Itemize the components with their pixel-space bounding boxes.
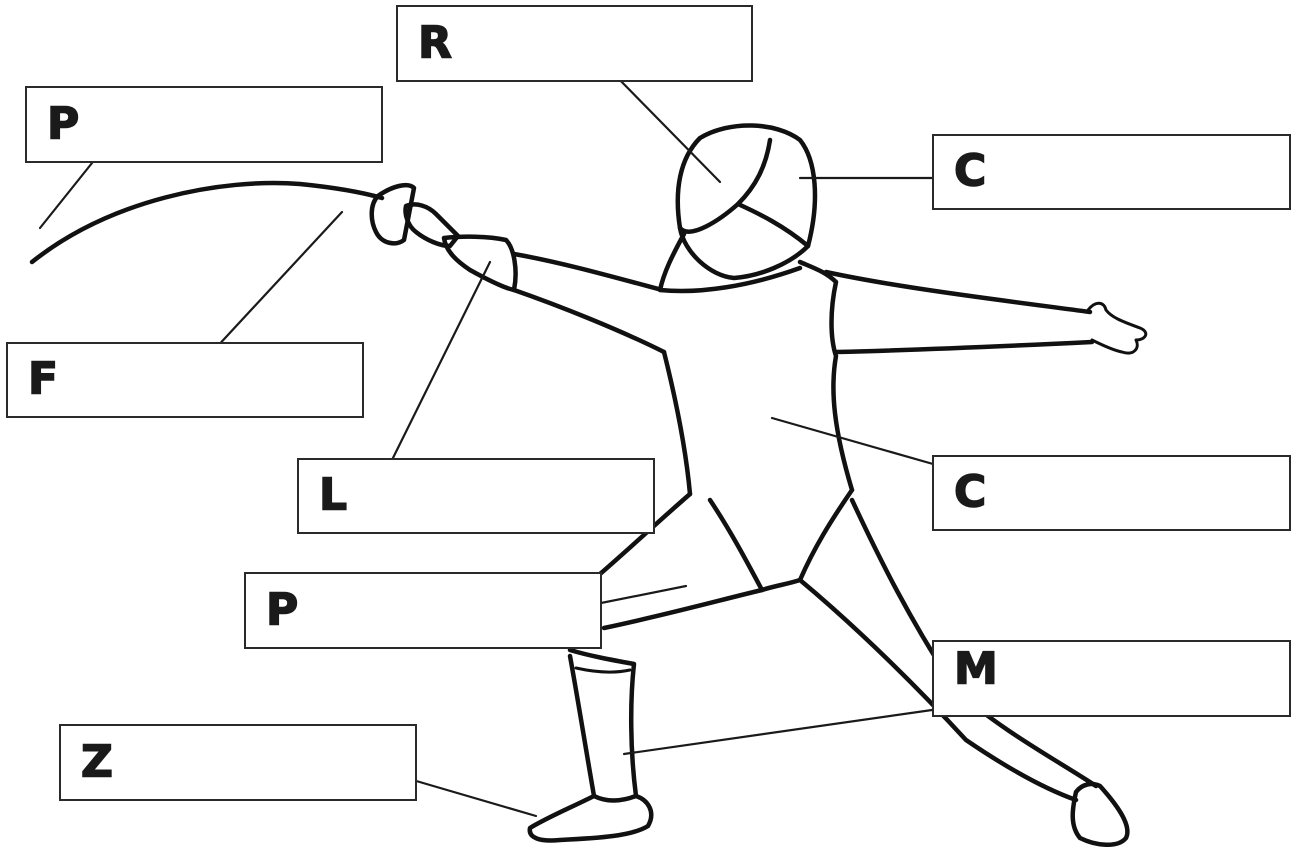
front-shoe	[527, 793, 654, 843]
label-box-shoe: Z	[59, 724, 417, 801]
back-hand	[1086, 301, 1148, 355]
answer-field-breeches[interactable]	[326, 589, 588, 632]
blade-line	[29, 180, 385, 265]
weapon-arm	[511, 251, 665, 293]
hint-letter-sock: M	[953, 642, 998, 695]
leader-jacket	[770, 416, 942, 468]
label-box-sock: M	[932, 640, 1291, 717]
answer-field-mask[interactable]	[478, 22, 739, 65]
answer-field-sock[interactable]	[1014, 657, 1277, 700]
mask-shape	[675, 123, 818, 281]
hint-letter-jacket: C	[953, 466, 987, 518]
fencing-hand	[403, 202, 461, 249]
answer-field-glove[interactable]	[379, 475, 641, 517]
hint-letter-collar: C	[953, 145, 987, 198]
leader-sock	[622, 706, 948, 756]
label-box-breeches: P	[244, 572, 602, 649]
label-box-jacket: C	[932, 455, 1291, 531]
hint-letter-breeches: P	[265, 583, 299, 636]
back-arm	[823, 269, 1093, 315]
leader-mask	[610, 70, 722, 184]
hint-letter-blade: F	[27, 353, 59, 406]
jacket-shape	[661, 349, 693, 497]
leader-breeches	[584, 584, 688, 608]
answer-field-shoe[interactable]	[141, 741, 403, 784]
leader-glove	[388, 260, 492, 466]
front-sock	[567, 647, 639, 799]
label-box-glove: L	[297, 458, 655, 534]
answer-field-blade[interactable]	[88, 359, 350, 401]
leader-point	[38, 156, 98, 230]
hint-letter-mask: R	[417, 16, 452, 68]
label-box-point: P	[25, 86, 383, 163]
back-leg	[797, 577, 1079, 803]
hint-letter-shoe: Z	[80, 735, 113, 788]
answer-field-collar[interactable]	[1014, 151, 1277, 193]
leader-shoe	[404, 776, 538, 818]
bell-guard	[369, 183, 417, 246]
label-box-blade: F	[6, 342, 364, 418]
back-shoe	[1070, 781, 1130, 847]
label-box-collar: C	[932, 134, 1291, 210]
hint-letter-point: P	[46, 97, 80, 150]
answer-field-jacket[interactable]	[1014, 472, 1277, 514]
leader-blade	[212, 210, 344, 352]
breeches-shape	[597, 491, 693, 577]
hint-letter-glove: L	[318, 469, 348, 521]
answer-field-point[interactable]	[107, 103, 369, 146]
label-box-mask: R	[396, 5, 753, 82]
